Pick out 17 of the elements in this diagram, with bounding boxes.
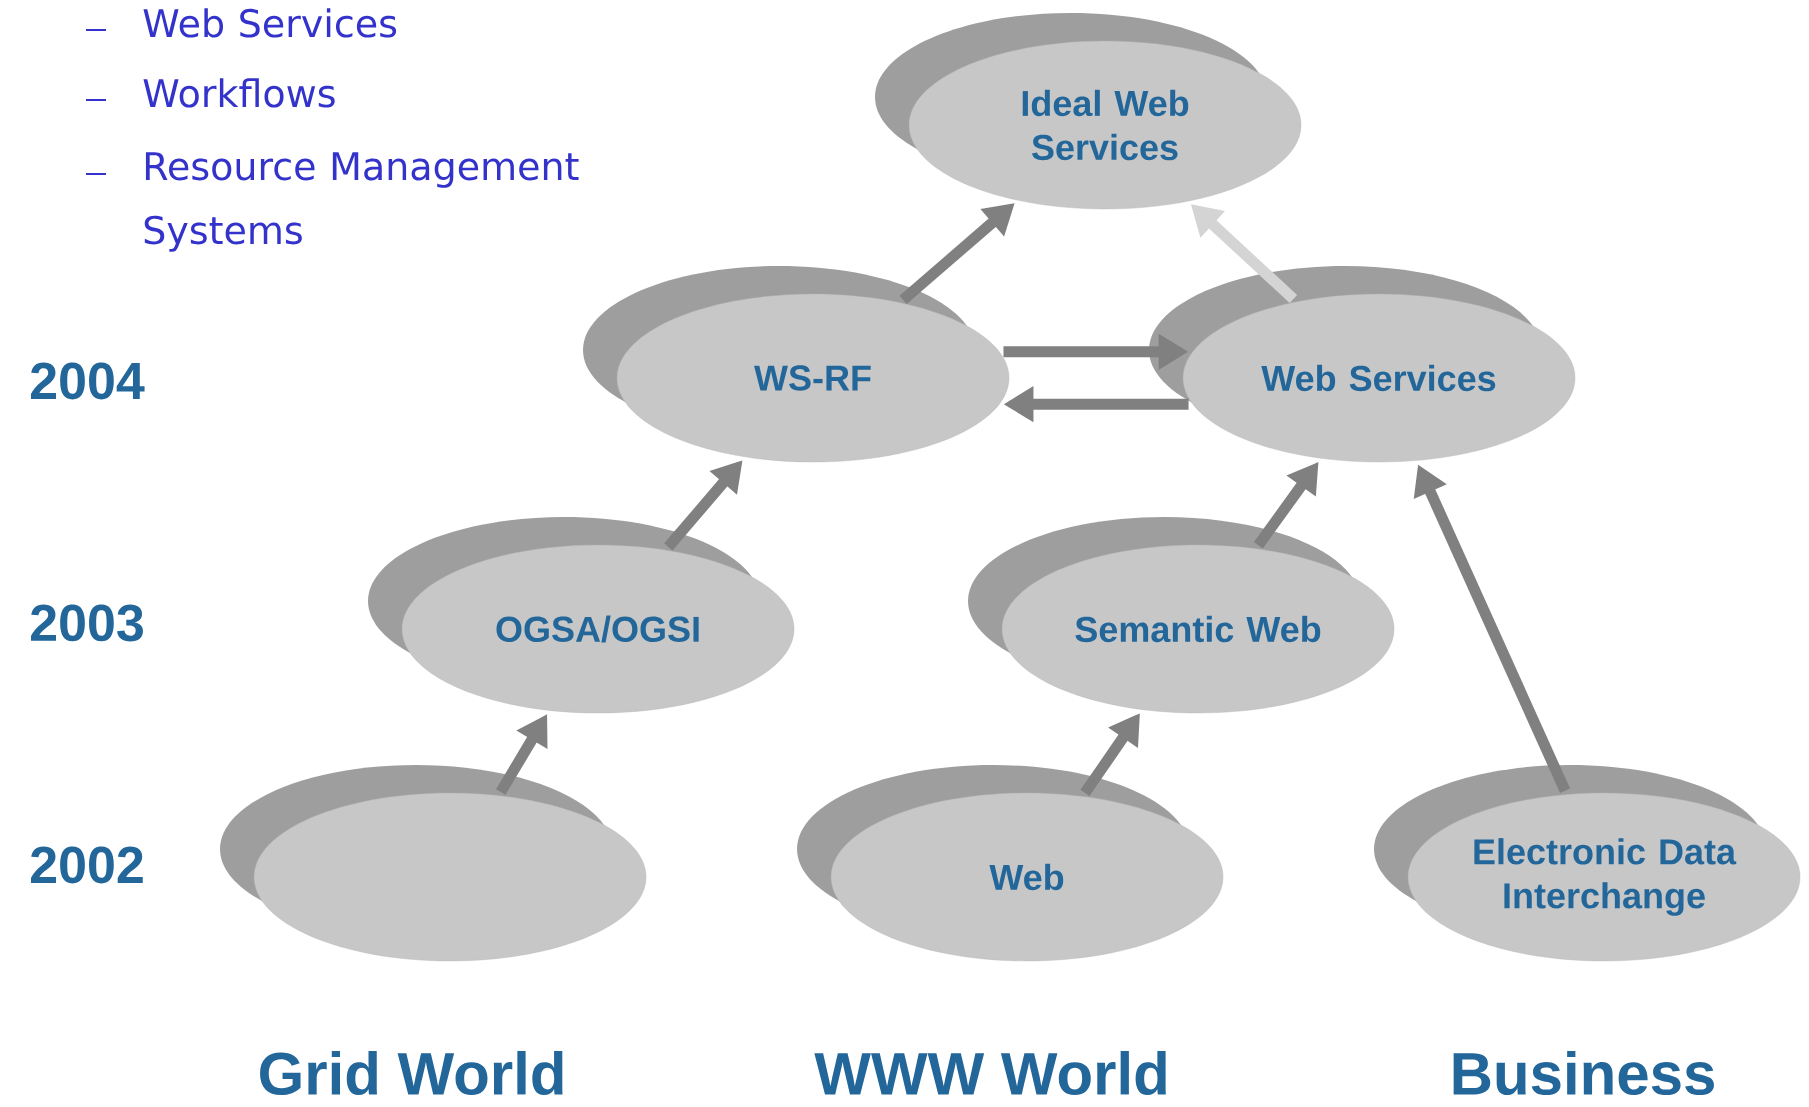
ellipse-platform: Electronic Data Interchange [1374,765,1801,962]
ellipse-platform [220,765,647,962]
year-label: 2003 [30,604,143,642]
year-label: 2002 [30,846,143,884]
ellipse-platform: Web [797,765,1224,962]
bullet-text: Workflows [143,78,335,108]
column-heading: WWW World [814,1050,1166,1095]
column-heading: Business [1453,1050,1714,1095]
column-heading: Grid World [260,1050,563,1095]
ellipse-platform: OGSA/OGSI [368,517,795,714]
bullet-text: Resource Management Systems [144,152,579,252]
ellipse-platform: Ideal Web Services [875,13,1302,210]
ellipse-platform: Semantic Web [968,517,1395,714]
ellipse-platform: WS-RF [583,266,1010,463]
ellipse-platform: Web Services [1149,266,1576,463]
year-label: 2004 [30,362,145,400]
bullet-text: Web Services [143,8,397,38]
